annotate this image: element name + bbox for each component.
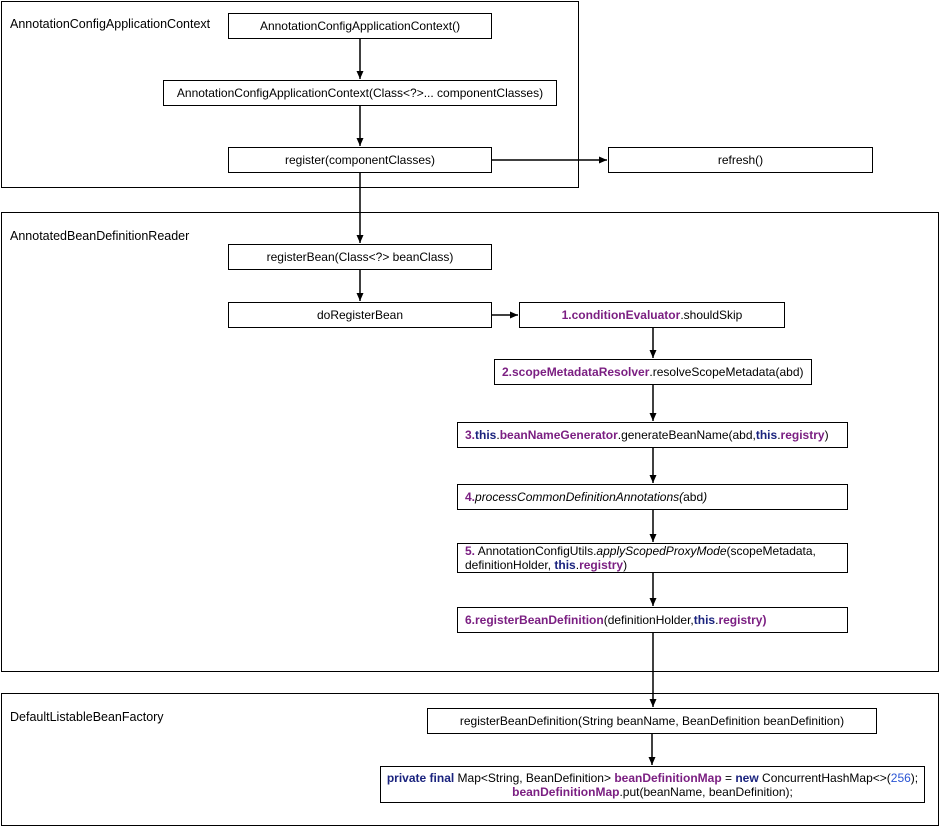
step5-line1: 5. AnnotationConfigUtils.applyScopedProx… xyxy=(465,544,816,558)
node-ctor-noargs: AnnotationConfigApplicationContext() xyxy=(228,13,492,39)
container-label-annotation-config-application-context: AnnotationConfigApplicationContext xyxy=(10,17,211,31)
node-register-bean-definition-factory: registerBeanDefinition(String beanName, … xyxy=(427,708,877,734)
container-annotated-bean-definition-reader xyxy=(1,212,939,672)
node-step5-apply-scoped-proxy-mode: 5. AnnotationConfigUtils.applyScopedProx… xyxy=(457,543,848,573)
container-annotation-config-application-context xyxy=(1,1,579,188)
node-do-register-bean: doRegisterBean xyxy=(228,302,492,328)
node-step1-should-skip: 1.conditionEvaluator.shouldSkip xyxy=(519,302,785,328)
step5-line2: definitionHolder, this.registry) xyxy=(465,558,628,572)
node-ctor-component-classes: AnnotationConfigApplicationContext(Class… xyxy=(163,80,557,106)
bean-definition-map-code-line2: beanDefinitionMap.put(beanName, beanDefi… xyxy=(512,784,793,799)
node-bean-definition-map-code: private final Map<String, BeanDefinition… xyxy=(380,766,925,803)
node-step6-register-bean-definition: 6.registerBeanDefinition(definitionHolde… xyxy=(457,607,848,633)
container-label-annotated-bean-definition-reader: AnnotatedBeanDefinitionReader xyxy=(10,229,190,243)
node-register-bean: registerBean(Class<?> beanClass) xyxy=(228,244,492,270)
container-label-default-listable-bean-factory: DefaultListableBeanFactory xyxy=(10,710,164,724)
bean-definition-map-code-line1: private final Map<String, BeanDefinition… xyxy=(386,770,919,785)
node-register: register(componentClasses) xyxy=(228,147,492,173)
node-step3-generate-bean-name: 3.this.beanNameGenerator.generateBeanNam… xyxy=(457,422,848,448)
node-step2-resolve-scope-metadata: 2.scopeMetadataResolver.resolveScopeMeta… xyxy=(494,359,812,385)
node-step4-process-common-definition-annotations: 4.processCommonDefinitionAnnotations(abd… xyxy=(457,484,848,510)
node-refresh: refresh() xyxy=(608,147,873,173)
